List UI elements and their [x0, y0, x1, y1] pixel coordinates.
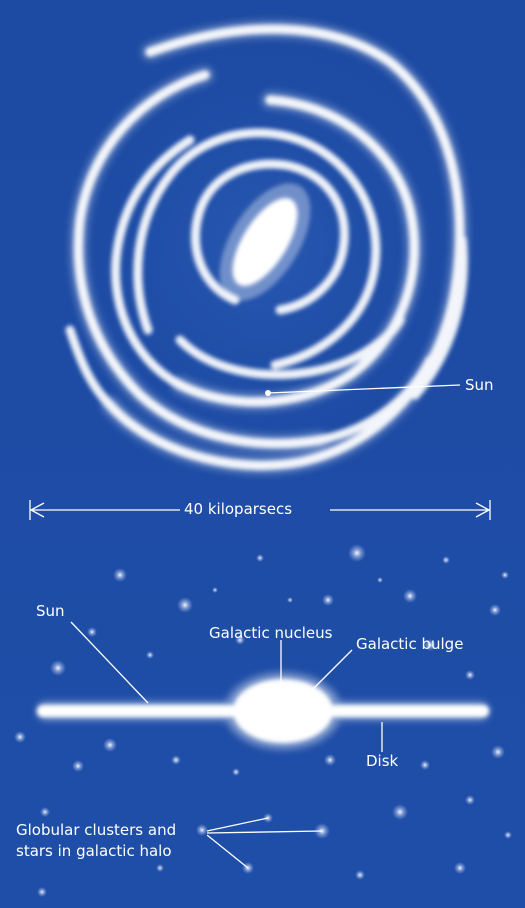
spiral-arm-ring: [191, 159, 349, 315]
scale-label: 40 kiloparsecs: [184, 500, 293, 518]
bulge-leader: [311, 649, 353, 691]
sun-side-label: Sun: [36, 602, 65, 620]
scale-bar: [29, 500, 491, 520]
galactic-nucleus-label: Galactic nucleus: [209, 624, 333, 642]
halo-leader-2: [206, 830, 323, 834]
halo-stars: [14, 544, 512, 897]
leader-lines: [70, 621, 383, 869]
galactic-bulge-label: Galactic bulge: [356, 635, 464, 653]
halo-leader-1: [206, 817, 269, 832]
disk-label: Disk: [366, 752, 399, 770]
halo-leader-3: [206, 834, 249, 869]
spiral-arm-inner: [133, 128, 381, 370]
spiral-arms: [65, 21, 468, 474]
sun-top-leader: [267, 384, 461, 394]
sun-side-leader: [70, 621, 149, 704]
sun-top-label: Sun: [465, 376, 494, 394]
halo-label-line-2: stars in galactic halo: [16, 842, 172, 860]
halo-label-line-1: Globular clusters and: [16, 821, 177, 839]
galactic-bar: [219, 183, 311, 301]
